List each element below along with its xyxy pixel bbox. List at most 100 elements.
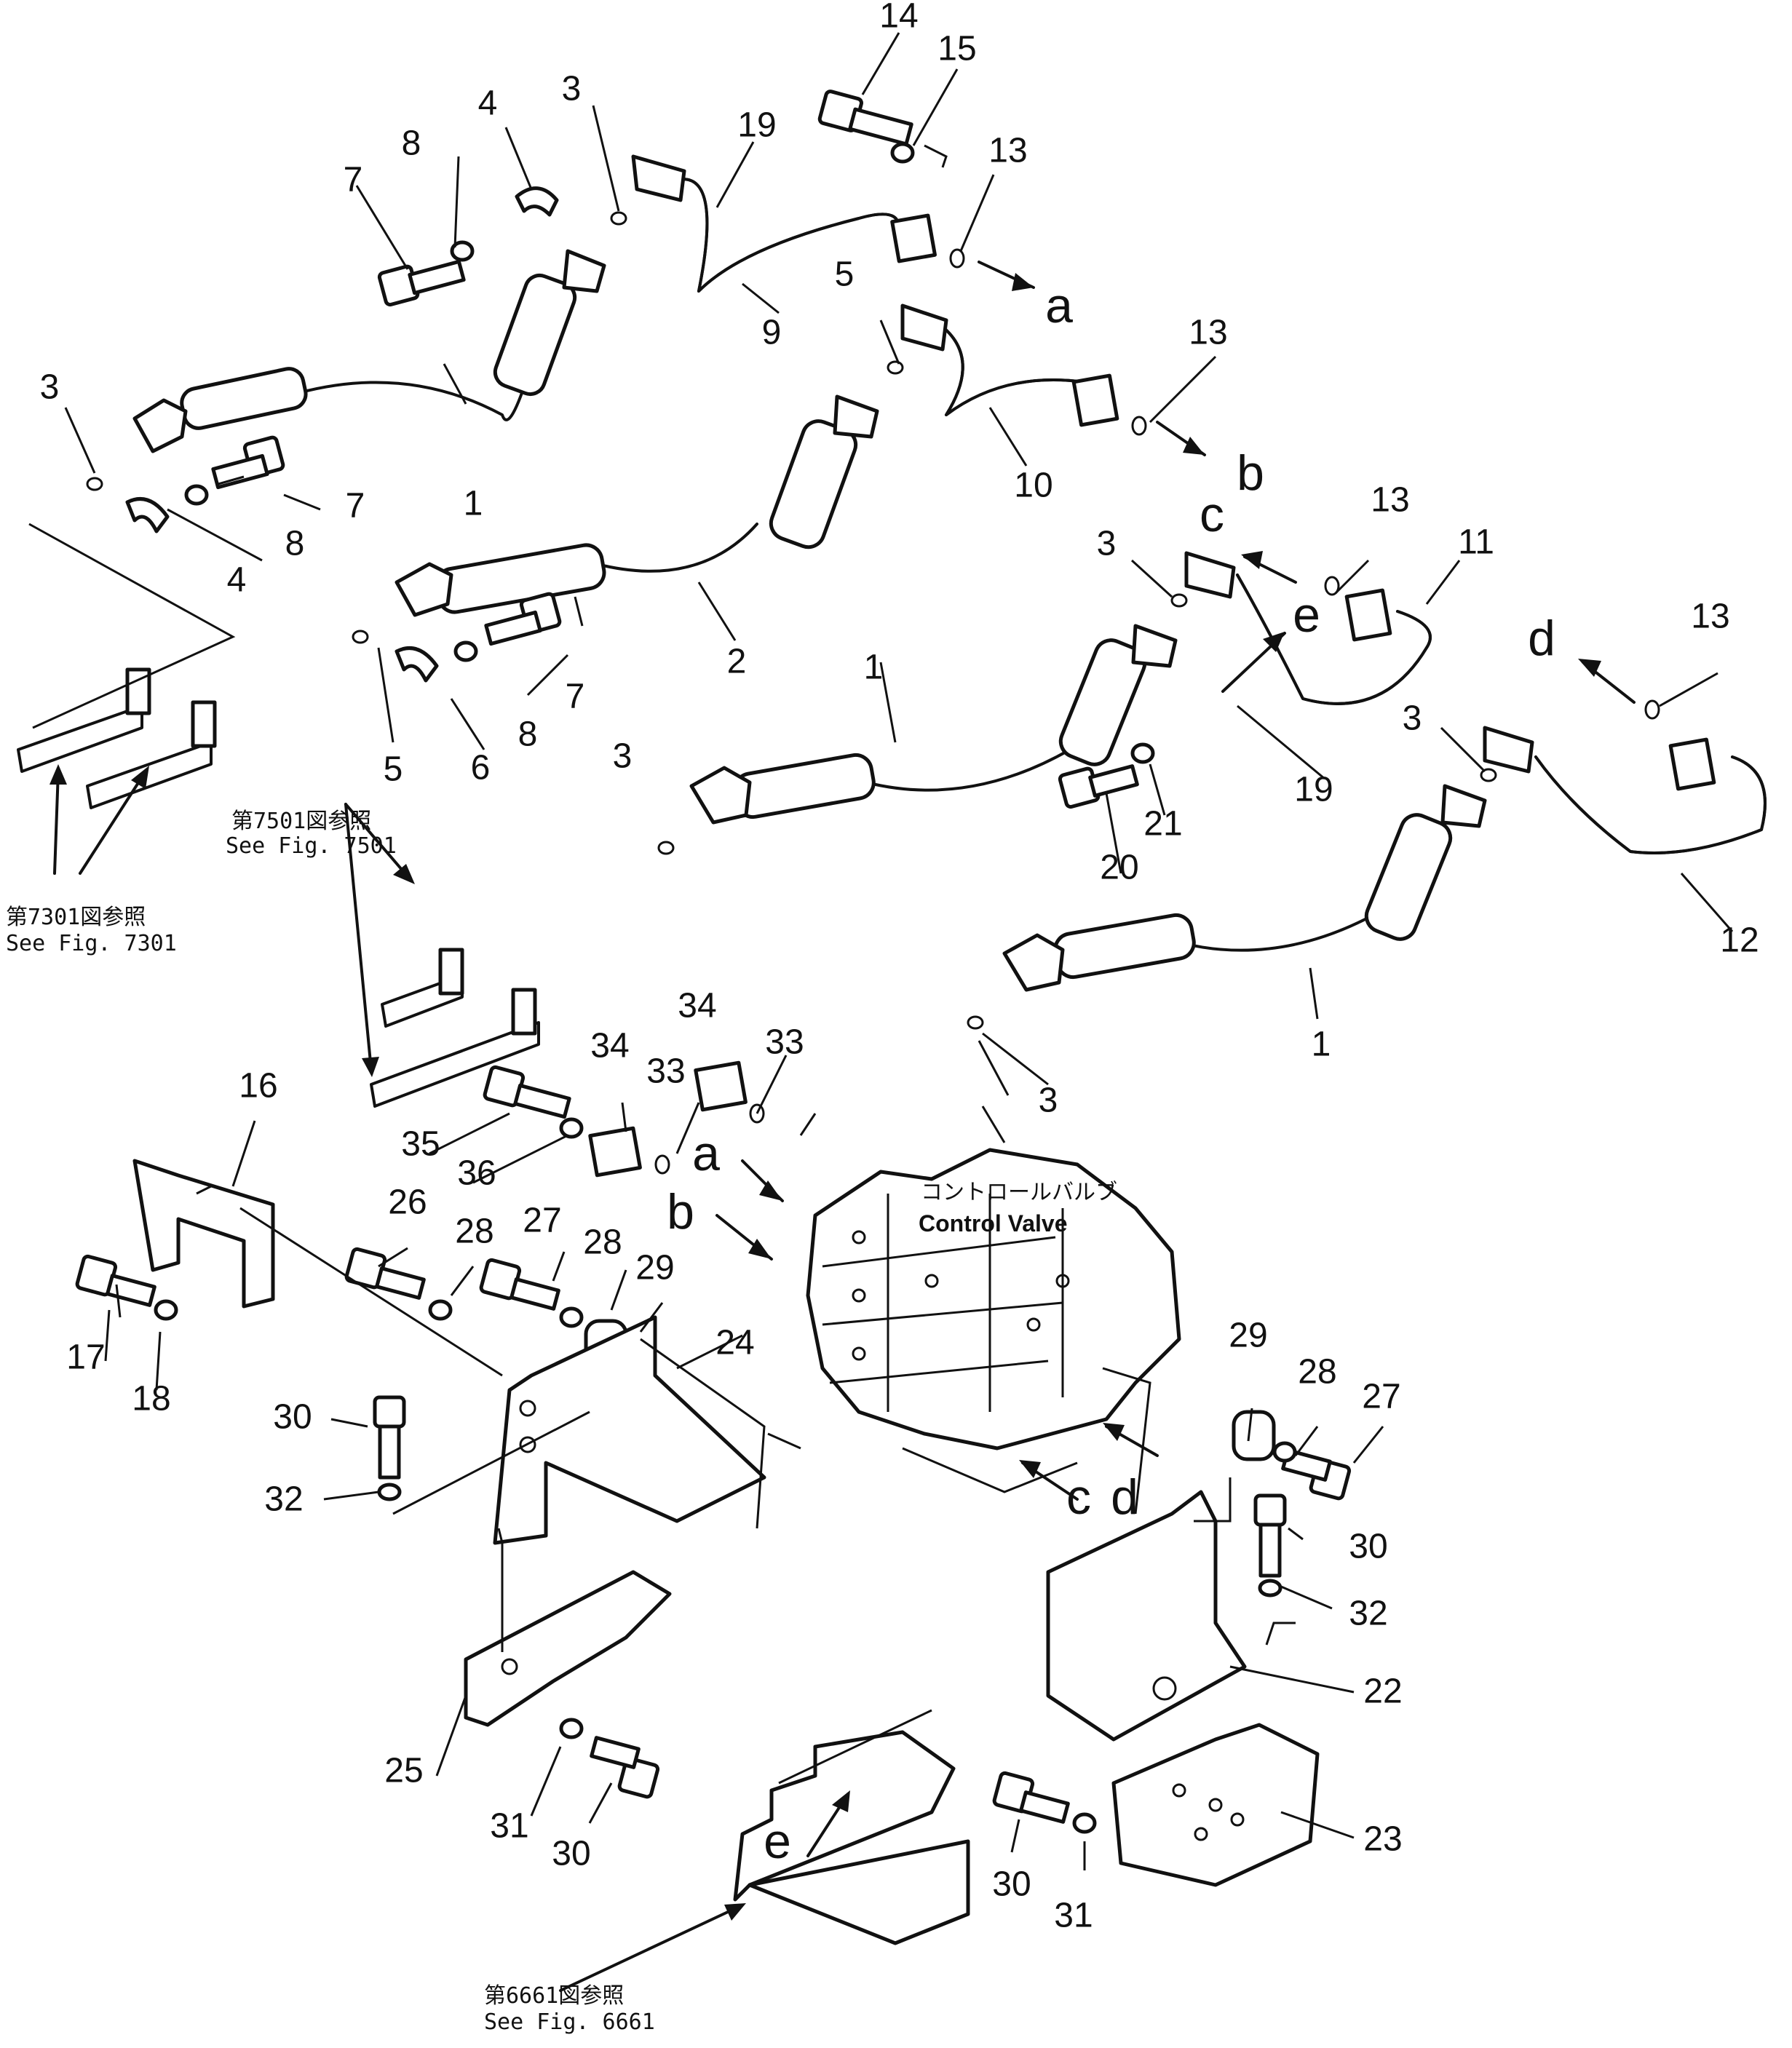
callout-28: 28: [455, 1212, 493, 1251]
hose-1-lower: [1002, 784, 1487, 992]
callout-20: 20: [1100, 849, 1138, 887]
plate-23: [1111, 1723, 1320, 1887]
tube-11: [1184, 551, 1432, 705]
reference-fig7301-jp: 第7301図参照: [6, 905, 146, 930]
callout-34: 34: [678, 987, 716, 1025]
callout-1: 1: [864, 648, 884, 687]
connection-letter-d: d: [1528, 611, 1555, 666]
callout-4: 4: [478, 84, 498, 123]
callout-21: 21: [1143, 805, 1182, 844]
connection-letter-b: b: [1237, 445, 1264, 501]
bracket-22: [1046, 1490, 1247, 1742]
connection-letter-c: c: [1200, 487, 1224, 542]
callout-13: 13: [988, 132, 1027, 170]
bracket-6661: [733, 1730, 970, 1945]
hose-1-upper: [132, 249, 606, 453]
bracket-24: [493, 1315, 766, 1545]
callout-7: 7: [344, 161, 363, 199]
hose-1-middle: [689, 624, 1178, 825]
connection-letter-a: a: [1045, 278, 1073, 333]
hose-2: [395, 394, 879, 617]
callout-5: 5: [384, 750, 403, 789]
small-hardware: [75, 90, 1660, 1834]
callout-7: 7: [346, 487, 365, 525]
callout-26: 26: [388, 1183, 427, 1222]
reference-fig7301-en: See Fig. 7301: [6, 931, 177, 956]
reference-fig6661-en: See Fig. 6661: [484, 2009, 655, 2035]
reference-fig7501-en: See Fig. 7501: [226, 833, 397, 859]
callout-4: 4: [227, 561, 247, 600]
callout-18: 18: [132, 1380, 170, 1418]
callout-32: 32: [264, 1480, 303, 1519]
callout-2: 2: [727, 643, 747, 681]
callout-25: 25: [384, 1752, 423, 1790]
callouts: 14 15 13 19 3 4 8 7 9 5 13 10 3 1 7 8 4 …: [40, 0, 1759, 1935]
callout-14: 14: [879, 0, 918, 36]
callout-28: 28: [1298, 1353, 1336, 1392]
callout-27: 27: [523, 1202, 561, 1240]
callout-33: 33: [646, 1052, 685, 1091]
control-valve-label-en: Control Valve: [919, 1210, 1068, 1237]
callout-15: 15: [937, 30, 976, 68]
callout-13: 13: [1371, 481, 1409, 520]
callout-8: 8: [285, 525, 305, 563]
callout-34: 34: [590, 1027, 629, 1065]
callout-3: 3: [1039, 1081, 1058, 1120]
control-valve-label-jp: コントロールバルブ: [921, 1180, 1117, 1205]
callout-29: 29: [635, 1249, 674, 1287]
callout-30: 30: [552, 1835, 590, 1873]
arrows: [49, 261, 1636, 1992]
connection-letter-d: d: [1111, 1469, 1138, 1525]
callout-16: 16: [239, 1067, 277, 1106]
callout-30: 30: [992, 1865, 1031, 1904]
callout-3: 3: [1097, 525, 1117, 563]
callout-31: 31: [490, 1807, 528, 1846]
callout-10: 10: [1014, 467, 1052, 505]
callout-17: 17: [66, 1338, 105, 1377]
control-valve: コントロールバルブ Control Valve: [806, 1148, 1181, 1450]
connection-letter-c: c: [1066, 1469, 1091, 1525]
callout-30: 30: [1349, 1528, 1387, 1566]
callout-35: 35: [401, 1125, 440, 1164]
callout-3: 3: [613, 737, 633, 776]
connection-letter-a: a: [692, 1126, 720, 1181]
callout-19: 19: [1294, 771, 1333, 809]
callout-3: 3: [1403, 699, 1422, 738]
callout-5: 5: [835, 255, 855, 294]
callout-11: 11: [1458, 523, 1494, 562]
callout-30: 30: [273, 1398, 312, 1437]
connection-letter-e: e: [1293, 587, 1320, 643]
callout-32: 32: [1349, 1595, 1387, 1633]
callout-36: 36: [457, 1154, 496, 1193]
connection-letter-e: e: [764, 1814, 791, 1869]
callout-3: 3: [562, 70, 582, 108]
callout-27: 27: [1362, 1378, 1400, 1416]
callout-29: 29: [1229, 1317, 1267, 1355]
callout-8: 8: [402, 124, 421, 163]
callout-7: 7: [566, 678, 585, 716]
callout-19: 19: [737, 106, 776, 145]
tube-10: [900, 303, 1119, 427]
tube-9: [631, 154, 937, 293]
bracket-25: [464, 1570, 672, 1727]
connection-letters: a b c e d a b c d e: [667, 278, 1555, 1869]
callout-6: 6: [471, 749, 491, 787]
callout-1: 1: [1312, 1025, 1331, 1064]
callout-28: 28: [583, 1223, 622, 1262]
callout-12: 12: [1720, 921, 1759, 960]
reference-fig6661-jp: 第6661図参照: [484, 1983, 624, 2009]
callout-13: 13: [1189, 314, 1227, 352]
reference-fig7501-jp: 第7501図参照: [231, 809, 371, 834]
tube-12: [1483, 726, 1767, 854]
callout-23: 23: [1363, 1820, 1402, 1859]
callout-33: 33: [765, 1023, 804, 1062]
bracket-16: [132, 1159, 275, 1309]
reference-notes: 第7501図参照 See Fig. 7501 第7301図参照 See Fig.…: [6, 809, 655, 2035]
callout-24: 24: [715, 1324, 754, 1362]
callout-31: 31: [1054, 1897, 1093, 1935]
callout-9: 9: [762, 314, 782, 352]
callout-1: 1: [464, 485, 483, 523]
pipe-ends: [17, 667, 540, 1108]
callout-22: 22: [1363, 1672, 1402, 1711]
